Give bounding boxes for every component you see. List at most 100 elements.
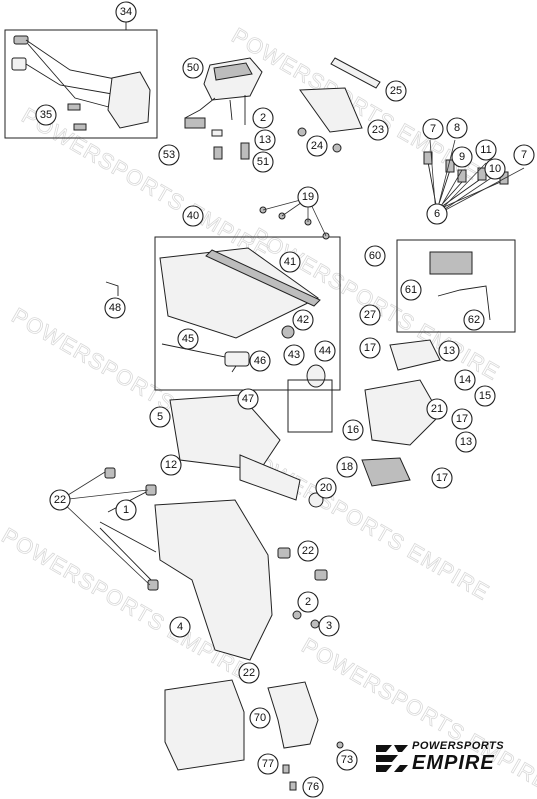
callout-7: 7 [422, 118, 444, 140]
callout-22b: 22 [297, 540, 319, 562]
callout-43: 43 [283, 344, 305, 366]
grommets-47 [287, 379, 333, 433]
svg-text:17: 17 [436, 472, 448, 484]
bolt-77 [282, 764, 290, 774]
callout-7b: 7 [513, 144, 535, 166]
callout-13: 13 [254, 129, 276, 151]
leader-6 [429, 139, 525, 216]
wiring-harness-34 [11, 35, 151, 131]
svg-text:20: 20 [320, 482, 332, 494]
callout-3: 3 [318, 615, 340, 637]
svg-text:42: 42 [297, 314, 309, 326]
svg-text:8: 8 [454, 122, 460, 134]
callout-44: 44 [314, 340, 336, 362]
bracket-23 [299, 87, 363, 133]
svg-text:22: 22 [54, 494, 66, 506]
plate-18 [361, 457, 411, 487]
callout-21: 21 [426, 398, 448, 420]
dashboard-50 [184, 57, 263, 160]
callout-27: 27 [359, 304, 381, 326]
callout-35: 35 [35, 104, 57, 126]
svg-text:62: 62 [468, 314, 480, 326]
svg-text:73: 73 [341, 754, 353, 766]
seal-41 [205, 249, 321, 307]
callout-10: 10 [484, 158, 506, 180]
svg-text:43: 43 [288, 349, 300, 361]
svg-text:17: 17 [456, 413, 468, 425]
callout-73: 73 [336, 749, 358, 771]
fuses-6 [423, 151, 509, 211]
sensor-46 [224, 351, 250, 367]
brand-logo-icon [376, 745, 408, 772]
callout-2b: 2 [297, 591, 319, 613]
svg-text:10: 10 [489, 163, 501, 175]
brand-tagline: POWERSPORTS [412, 740, 505, 752]
svg-text:2: 2 [305, 596, 311, 608]
svg-text:35: 35 [40, 109, 52, 121]
svg-text:40: 40 [187, 210, 199, 222]
svg-text:51: 51 [257, 156, 269, 168]
svg-text:1: 1 [123, 504, 129, 516]
svg-text:14: 14 [459, 374, 471, 386]
svg-text:11: 11 [480, 144, 491, 156]
callout-17b: 17 [451, 408, 473, 430]
callout-13b: 13 [438, 340, 460, 362]
svg-text:22: 22 [243, 667, 255, 679]
callout-14: 14 [454, 369, 476, 391]
callout-8: 8 [446, 117, 468, 139]
svg-text:23: 23 [372, 124, 384, 136]
callout-17c: 17 [431, 467, 453, 489]
bolt-76 [289, 781, 297, 791]
svg-text:22: 22 [302, 545, 314, 557]
clip-48 [105, 281, 119, 296]
battery-60 [429, 251, 473, 275]
callout-76: 76 [302, 776, 324, 798]
callout-50: 50 [182, 57, 204, 79]
callout-42: 42 [292, 309, 314, 331]
oring-44 [306, 364, 326, 388]
callout-20: 20 [315, 477, 337, 499]
svg-text:60: 60 [369, 250, 381, 262]
bracket-70 [267, 681, 319, 749]
svg-text:34: 34 [120, 6, 132, 18]
svg-text:13: 13 [443, 345, 455, 357]
callout-19: 19 [297, 186, 319, 208]
svg-text:76: 76 [307, 781, 319, 793]
svg-text:27: 27 [364, 309, 376, 321]
callout-34: 34 [115, 1, 137, 23]
callout-23: 23 [367, 119, 389, 141]
callout-6: 6 [426, 203, 448, 225]
watermark-text: POWERSPORTS EMPIRE [18, 103, 274, 265]
svg-text:61: 61 [405, 284, 417, 296]
svg-text:44: 44 [319, 345, 331, 357]
callout-15: 15 [474, 385, 496, 407]
svg-text:16: 16 [347, 424, 359, 436]
housing-16 [364, 379, 441, 446]
callout-40: 40 [182, 205, 204, 227]
svg-text:18: 18 [341, 461, 353, 473]
ecu-box [164, 679, 245, 771]
svg-text:5: 5 [157, 411, 163, 423]
svg-text:24: 24 [311, 140, 323, 152]
svg-text:9: 9 [459, 151, 465, 163]
callout-13c: 13 [455, 431, 477, 453]
callout-77: 77 [257, 753, 279, 775]
callout-47: 47 [237, 388, 259, 410]
callout-17: 17 [359, 337, 381, 359]
callout-70: 70 [249, 707, 271, 729]
nut-24 [297, 127, 307, 137]
brand-name: EMPIRE [412, 752, 495, 774]
cable-62 [437, 285, 491, 321]
bracket-14 [389, 339, 441, 371]
cover-41 [159, 247, 319, 339]
svg-text:6: 6 [434, 208, 440, 220]
callout-48: 48 [104, 297, 126, 319]
bush-22d [277, 547, 291, 559]
svg-text:12: 12 [165, 459, 177, 471]
callout-4: 4 [169, 616, 191, 638]
bracket-5b [239, 454, 301, 501]
svg-text:3: 3 [326, 620, 332, 632]
svg-text:45: 45 [182, 333, 194, 345]
svg-text:25: 25 [390, 85, 402, 97]
svg-text:7: 7 [430, 123, 436, 135]
